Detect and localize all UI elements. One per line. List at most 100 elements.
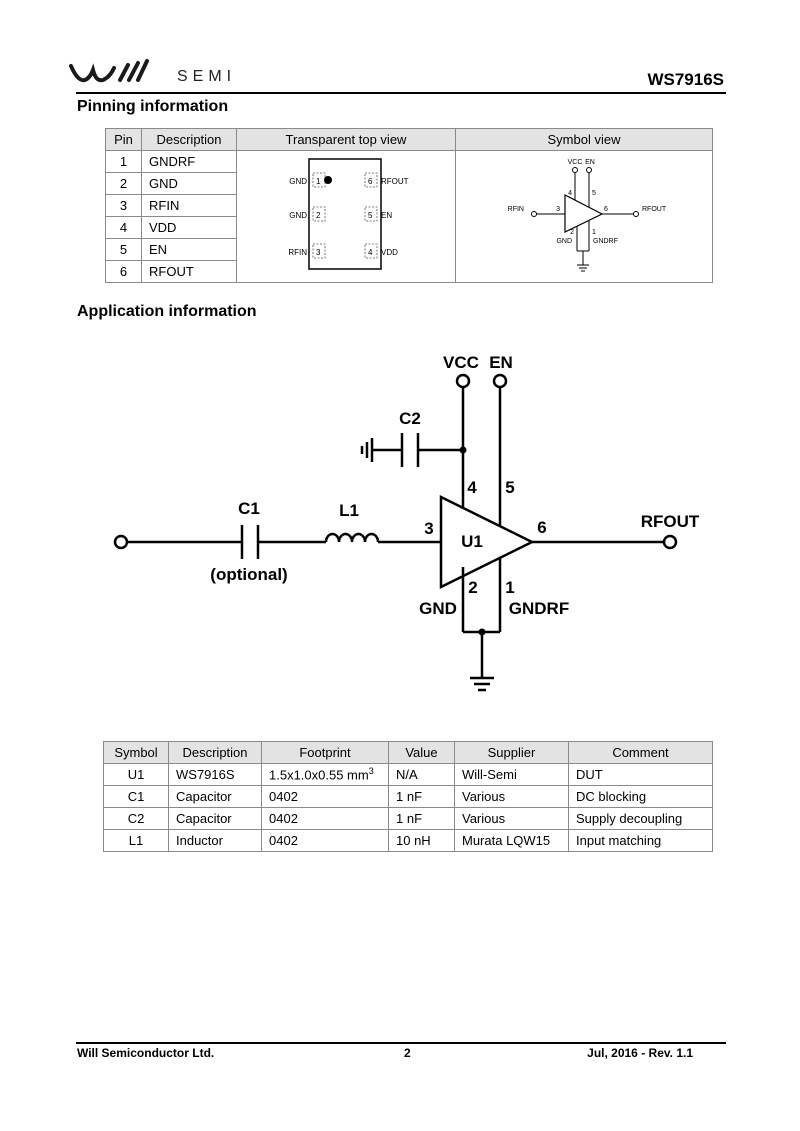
footer-rule <box>76 1042 726 1044</box>
top-pin-num-6: 6 <box>368 177 373 186</box>
pin-description: RFIN <box>141 194 237 217</box>
bom-comment: DC blocking <box>568 785 713 808</box>
pin-number: 5 <box>105 238 142 261</box>
schematic-l1-label: L1 <box>339 501 359 520</box>
pinning-table: Pin Description Transparent top view Sym… <box>105 128 713 283</box>
schematic-pin6: 6 <box>537 518 546 537</box>
symbol-view-header: Symbol view <box>455 128 713 151</box>
application-schematic: VCC EN C2 C1 (optional) L1 U1 RFOUT GND … <box>113 353 700 692</box>
bom-description: Inductor <box>168 829 262 852</box>
symbol-gnd-label: GND <box>556 238 572 245</box>
symbol-gndrf-label: GNDRF <box>593 238 618 245</box>
schematic-pin2: 2 <box>468 578 477 597</box>
schematic-rfout-label: RFOUT <box>641 512 700 531</box>
footer-date-revision: Jul, 2016 - Rev. 1.1 <box>587 1046 693 1060</box>
footer-page-number: 2 <box>404 1046 411 1060</box>
schematic-gndrf-label: GNDRF <box>509 599 569 618</box>
schematic-optional-label: (optional) <box>210 565 287 584</box>
bom-supplier: Various <box>454 807 569 830</box>
schematic-gnd-label: GND <box>419 599 457 618</box>
bom-value: 10 nH <box>388 829 455 852</box>
bom-description-header: Description <box>168 741 262 764</box>
will-semi-logo-icon <box>69 59 149 83</box>
schematic-pin3: 3 <box>424 519 433 538</box>
top-pin-num-3: 3 <box>316 248 321 257</box>
bom-description: Capacitor <box>168 807 262 830</box>
bom-comment: Supply decoupling <box>568 807 713 830</box>
symbol-pin1: 1 <box>592 229 596 236</box>
description-header: Description <box>141 128 237 151</box>
top-pin-num-5: 5 <box>368 211 373 220</box>
symbol-pin2: 2 <box>570 229 574 236</box>
bom-footprint-cell: 1.5x1.0x0.55 mm3 <box>261 763 389 786</box>
bom-symbol-header: Symbol <box>103 741 169 764</box>
schematic-pin4: 4 <box>467 478 477 497</box>
symbol-en-label: EN <box>585 159 595 166</box>
top-label-gnd: GND <box>289 177 307 186</box>
symbol-pin4: 4 <box>568 190 572 197</box>
bom-table: Symbol Description Footprint Value Suppl… <box>103 741 713 852</box>
bom-description: Capacitor <box>168 785 262 808</box>
logo-text: SEMI <box>177 68 237 85</box>
company-logo: SEMI <box>68 58 258 88</box>
top-pin-num-4: 4 <box>368 248 373 257</box>
pin-description: VDD <box>141 216 237 239</box>
header-rule <box>76 92 726 94</box>
bom-symbol: L1 <box>103 829 169 852</box>
bom-comment-header: Comment <box>568 741 713 764</box>
application-section-title: Application information <box>77 303 257 320</box>
top-view-cell: 1 2 3 6 5 4 GND GND RFIN RFOUT EN VDD <box>236 150 456 283</box>
bom-supplier-header: Supplier <box>454 741 569 764</box>
bom-footprint-sup: 3 <box>368 766 374 777</box>
schematic-u1-label: U1 <box>461 532 483 551</box>
schematic-pin1: 1 <box>505 578 514 597</box>
pin-number: 3 <box>105 194 142 217</box>
bom-value-header: Value <box>388 741 455 764</box>
top-pin-num-2: 2 <box>316 211 321 220</box>
bom-symbol: C1 <box>103 785 169 808</box>
symbol-pin3: 3 <box>556 206 560 213</box>
top-pin-num-1: 1 <box>316 177 321 186</box>
pin-description: RFOUT <box>141 260 237 283</box>
top-label-en: EN <box>381 211 392 220</box>
part-number: WS7916S <box>647 70 724 89</box>
bom-footprint: 1.5x1.0x0.55 mm <box>269 767 369 783</box>
pin-description: GND <box>141 172 237 195</box>
schematic-c2-label: C2 <box>399 409 421 428</box>
symbol-vcc-label: VCC <box>568 159 583 166</box>
bom-comment: Input matching <box>568 829 713 852</box>
pin-number: 2 <box>105 172 142 195</box>
pin-header: Pin <box>105 128 142 151</box>
bom-footprint: 0402 <box>261 829 389 852</box>
symbol-view-cell: VCC EN RFIN RFOUT GND GNDRF <box>455 150 713 283</box>
schematic-en-label: EN <box>489 353 513 372</box>
pin-description: GNDRF <box>141 150 237 173</box>
bom-value: 1 nF <box>388 807 455 830</box>
bom-description: WS7916S <box>168 763 262 786</box>
ground-junction-dot <box>478 628 486 636</box>
bom-symbol: C2 <box>103 807 169 830</box>
symbol-pin5: 5 <box>592 190 596 197</box>
table-row: L1 Inductor 0402 10 nH Murata LQW15 Inpu… <box>103 829 713 852</box>
bom-supplier: Murata LQW15 <box>454 829 569 852</box>
bom-footprint: 0402 <box>261 785 389 808</box>
schematic-c1-label: C1 <box>238 499 260 518</box>
pin-description: EN <box>141 238 237 261</box>
package-top-view-diagram: 1 2 3 6 5 4 GND GND RFIN RFOUT EN VDD <box>288 157 409 270</box>
footer-company: Will Semiconductor Ltd. <box>77 1046 215 1060</box>
table-row: C1 Capacitor 0402 1 nF Various DC blocki… <box>103 785 713 808</box>
pin-number: 6 <box>105 260 142 283</box>
bom-footprint: 0402 <box>261 807 389 830</box>
bom-supplier: Will-Semi <box>454 763 569 786</box>
bom-symbol: U1 <box>103 763 169 786</box>
top-view-header: Transparent top view <box>236 128 456 151</box>
top-label-rfout: RFOUT <box>381 177 409 186</box>
symbol-pin6: 6 <box>604 206 608 213</box>
symbol-rfout-label: RFOUT <box>642 206 667 213</box>
bom-comment: DUT <box>568 763 713 786</box>
table-row: C2 Capacitor 0402 1 nF Various Supply de… <box>103 807 713 830</box>
pin1-marker-icon <box>324 175 332 184</box>
bom-footprint-header: Footprint <box>261 741 389 764</box>
top-label-gnd-2: GND <box>289 211 307 220</box>
pinning-section-title: Pinning information <box>77 98 229 115</box>
